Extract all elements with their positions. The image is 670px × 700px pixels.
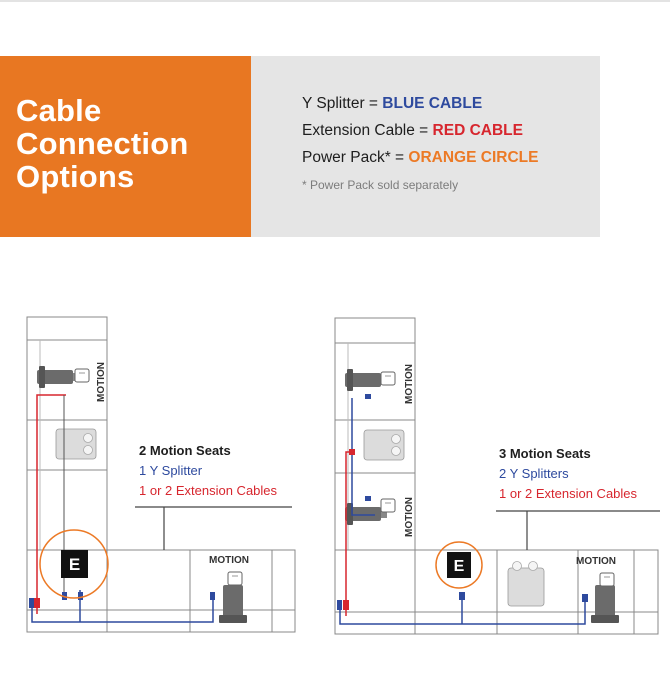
sectional-wing-left: [26, 316, 108, 633]
title-panel: [0, 56, 251, 237]
title-line-2: Connection: [16, 126, 189, 161]
power-pack-icon: [61, 550, 88, 578]
diagram-extension-count: 1 or 2 Extension Cables: [499, 486, 638, 501]
diagram-extension-count: 1 or 2 Extension Cables: [139, 483, 278, 498]
blue-cable: [31, 598, 214, 623]
sectional-base-left: [26, 549, 296, 633]
blue-cable: [351, 398, 375, 516]
legend-note: * Power Pack sold separately: [302, 178, 459, 192]
motion-label: MOTION: [404, 364, 415, 404]
usb-console-icon: [507, 561, 545, 607]
power-pack-circle: [435, 541, 483, 589]
usb-console-icon: [55, 428, 97, 460]
usb-console-icon: [363, 429, 405, 461]
legend-panel: [251, 56, 600, 237]
legend-label: Power Pack* =: [302, 149, 409, 166]
legend-label: Extension Cable =: [302, 122, 433, 139]
y-splitter-icon: [380, 371, 396, 386]
diagram-splitter-count: 1 Y Splitter: [139, 463, 203, 478]
motor-icon: [37, 366, 79, 388]
motion-label: MOTION: [96, 362, 107, 402]
legend-value: BLUE CABLE: [382, 95, 483, 112]
y-splitter-icon: [380, 498, 396, 513]
red-cable: [345, 451, 352, 616]
legend-label: Y Splitter =: [302, 95, 383, 112]
diagram-splitter-count: 2 Y Splitters: [499, 466, 569, 481]
power-pack-circle: [39, 529, 109, 599]
motor-icon: [591, 585, 619, 623]
motion-label: MOTION: [404, 497, 415, 537]
page-title: Cable Connection Options: [16, 94, 189, 193]
motion-label: MOTION: [209, 555, 249, 566]
diagram-title: 2 Motion Seats: [139, 443, 231, 458]
top-divider: [0, 0, 670, 2]
legend-item-power-pack: Power Pack* = ORANGE CIRCLE: [302, 149, 538, 167]
legend-value: ORANGE CIRCLE: [408, 149, 539, 166]
power-pack-icon: [447, 552, 471, 578]
title-line-1: Cable: [16, 93, 102, 128]
y-splitter-icon: [227, 571, 243, 586]
legend-item-extension-cable: Extension Cable = RED CABLE: [302, 122, 523, 140]
y-splitter-icon: [74, 368, 90, 383]
legend-item-y-splitter: Y Splitter = BLUE CABLE: [302, 95, 482, 113]
sectional-wing-right: [334, 317, 416, 635]
y-splitter-icon: [599, 572, 615, 587]
power-pack-symbol: E: [454, 558, 465, 575]
legend-value: RED CABLE: [432, 122, 523, 139]
power-pack-symbol: E: [69, 555, 80, 574]
motion-label: MOTION: [576, 556, 616, 567]
diagram-title: 3 Motion Seats: [499, 446, 591, 461]
title-line-3: Options: [16, 159, 135, 194]
motor-icon: [219, 585, 247, 623]
red-cable: [36, 394, 66, 614]
